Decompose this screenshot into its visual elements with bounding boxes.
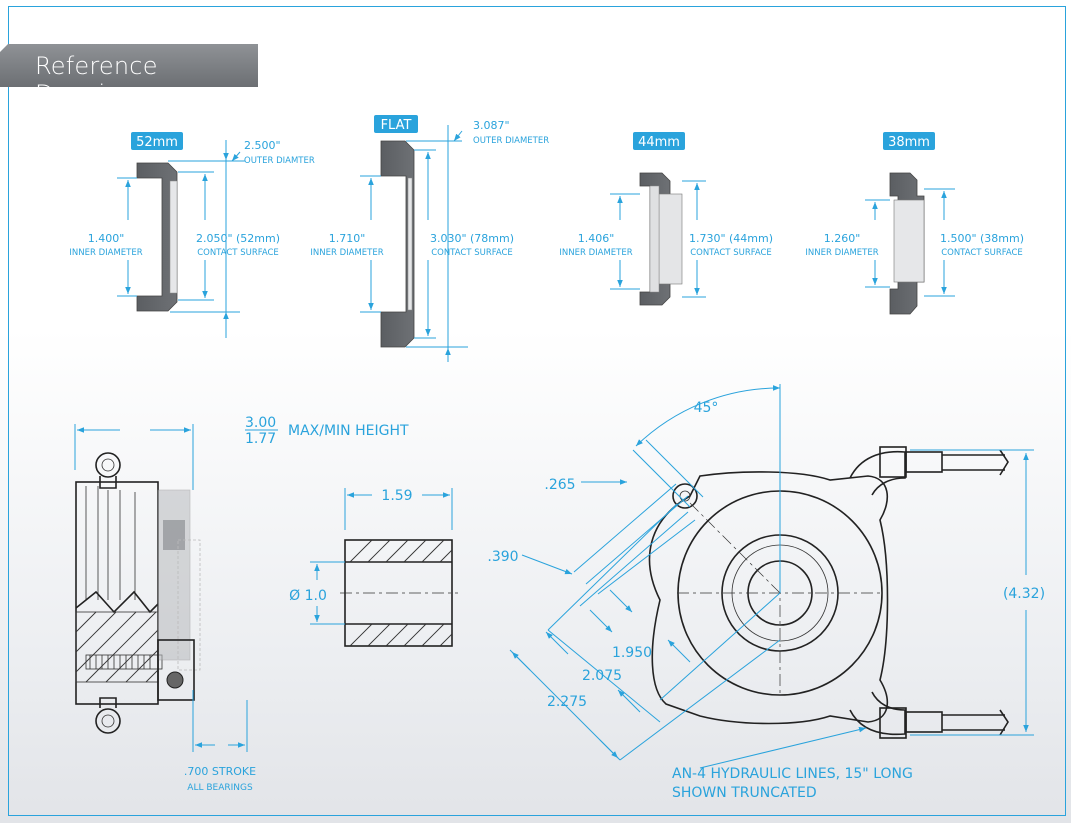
height-label: MAX/MIN HEIGHT [288, 423, 409, 439]
offset-265: .265 [544, 477, 575, 493]
inner-diameter-label: INNER DIAMETER [310, 248, 383, 258]
side-section-view: 3.00 1.77 MAX/MIN HEIGHT [74, 415, 409, 793]
bearing-tag: FLAT [381, 118, 412, 133]
height-max: 3.00 [245, 415, 276, 431]
angle-dimension: 45° [694, 400, 719, 416]
outer-diameter-value: 3.087" [473, 119, 510, 132]
inner-diameter-label: INNER DIAMETER [805, 248, 878, 258]
contact-surface-label: CONTACT SURFACE [431, 248, 513, 258]
stroke-label: ALL BEARINGS [187, 783, 253, 793]
sleeve-view: 1.59 Ø 1.0 [289, 488, 458, 647]
bearing-profile [136, 162, 178, 312]
bearing-tag-bg [633, 132, 685, 150]
sleeve-length: 1.59 [381, 488, 412, 504]
inner-diameter-value: 1.406" [578, 232, 615, 245]
contact-surface-label: CONTACT SURFACE [197, 248, 279, 258]
contact-surface-label: CONTACT SURFACE [690, 248, 772, 258]
top-view: 45° .265 .390 1.950 2.075 2.275 [487, 384, 1045, 801]
page-title: Reference Drawing [35, 52, 158, 87]
bearing-profile [380, 140, 415, 348]
title-banner: Reference Drawing [0, 44, 258, 87]
inner-diameter-value: 1.260" [824, 232, 861, 245]
bearing-face [649, 185, 660, 293]
outer-diameter-label: OUTER DIAMETER [473, 136, 549, 146]
contact-surface-value: 2.050" (52mm) [196, 232, 280, 245]
bearing-44mm: 44mm 1.406" INNER DIAMETER 1.730" (44mm)… [559, 132, 773, 306]
drawing-frame [8, 6, 1066, 816]
contact-surface-value: 1.730" (44mm) [689, 232, 773, 245]
bearing-tag-bg [374, 115, 418, 133]
inner-diameter-label: INNER DIAMETER [559, 248, 632, 258]
inner-diameter-label: INNER DIAMETER [69, 248, 142, 258]
inner-diameter-value: 1.710" [329, 232, 366, 245]
inner-diameter-value: 1.400" [88, 232, 125, 245]
sleeve-diameter: Ø 1.0 [289, 588, 327, 604]
bearing-tag: 38mm [888, 135, 930, 150]
hydraulic-note-line1: AN-4 HYDRAULIC LINES, 15" LONG [672, 766, 913, 782]
bearing-tag-bg [131, 132, 183, 150]
bearing-race [893, 199, 925, 283]
bearing-flat: FLAT 3.087" OUTER DIAMETER 1.710" INNER … [310, 115, 549, 362]
bearing-face [407, 177, 413, 311]
stroke-value: .700 STROKE [184, 765, 256, 778]
radius-2275: 2.275 [547, 694, 587, 710]
outer-diameter-value: 2.500" [244, 139, 281, 152]
offset-390: .390 [487, 549, 518, 565]
overall-height: (4.32) [1003, 586, 1045, 602]
bearing-tag: 52mm [136, 135, 178, 150]
radius-1950: 1.950 [612, 645, 652, 661]
bearing-tag: 44mm [638, 135, 680, 150]
contact-surface-label: CONTACT SURFACE [941, 248, 1023, 258]
outer-diameter-label: OUTER DIAMTER [244, 156, 315, 166]
bearing-race [658, 193, 683, 285]
contact-surface-value: 3.030" (78mm) [430, 232, 514, 245]
height-min: 1.77 [245, 431, 276, 447]
bearing-38mm: 38mm 1.260" INNER DIAMETER 1.500" (38mm)… [805, 132, 1024, 315]
radius-2075: 2.075 [582, 668, 622, 684]
hydraulic-note-line2: SHOWN TRUNCATED [672, 785, 817, 801]
bearing-tag-bg [883, 132, 935, 150]
bearing-face [169, 180, 178, 294]
contact-surface-value: 1.500" (38mm) [940, 232, 1024, 245]
bearing-52mm: 52mm 2.500" OUTER DIAMTER 1.400" INNER D… [69, 132, 315, 338]
